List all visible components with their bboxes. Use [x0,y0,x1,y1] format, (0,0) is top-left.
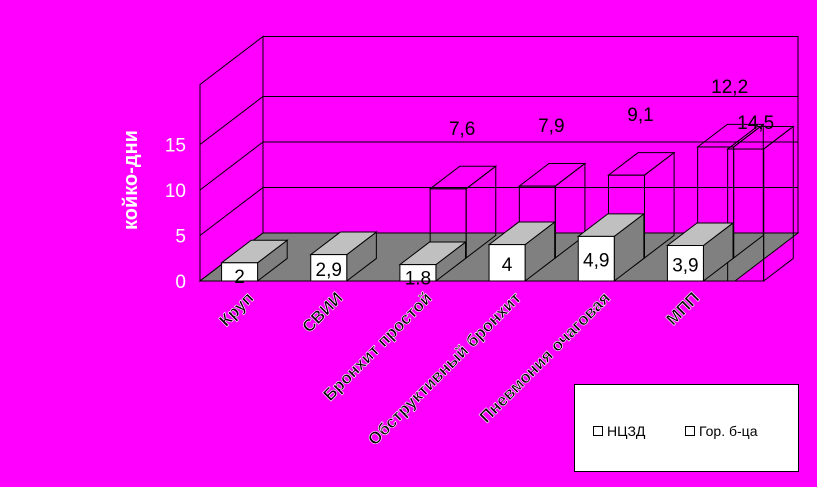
front-bar-3 [398,241,468,283]
back-value-label-5: 9,1 [627,105,653,126]
back-value-label-3: 7,6 [449,119,475,140]
back-bar-4-top [517,163,587,187]
front-bar-6-front [666,245,704,282]
front-value-label-5: 4,9 [583,251,609,272]
front-value-label-2: 2,9 [316,260,342,281]
back-wall [262,36,799,234]
y-tick-labels: 0 5 10 15 [165,136,186,294]
legend-swatch-2 [685,426,695,436]
back-value-label-6: 12,2 [711,77,748,98]
y-tick-label-15: 15 [165,136,186,157]
front-bar-5 [576,212,646,283]
back-value-label-4: 7,9 [538,116,564,137]
front-value-label-3: 1.8 [405,269,431,290]
front-value-label-6: 3,9 [672,255,698,276]
front-bar-3-front [399,264,437,282]
back-series-bars: 7,6 7,9 9,1 12,2 14,5 [428,77,795,283]
gridline-10 [199,141,798,191]
back-bar-3-top [428,165,498,190]
legend-label-1: НЦЗД [607,423,646,439]
front-bar-4 [487,221,557,283]
gridline-15 [199,96,798,145]
front-bar-1-front [221,262,259,282]
legend-swatch-1 [593,426,603,436]
legend-item-1: НЦЗД [593,423,645,439]
x-tick-label-2: СВИИ [298,288,346,336]
x-tick-label-6: МПП [663,288,704,329]
legend-item-2: Гор. б-ца [685,423,757,439]
front-bar-5-front [577,235,615,282]
front-value-label-1: 2 [234,267,245,288]
front-series-bars: 2 2,9 1.8 4 4,9 3,9 [220,212,735,290]
y-tick-label-10: 10 [165,181,186,202]
front-bar-1 [220,239,289,283]
extra-bar-side [763,125,794,283]
legend: НЦЗД Гор. б-ца [574,384,799,472]
gridline-5 [199,187,798,236]
extra-bar-front [727,148,765,282]
y-tick-label-5: 5 [175,227,186,248]
front-bar-4-front [488,244,526,282]
x-tick-label-4: Обструктивный бронхит [364,288,525,449]
front-bar-6 [665,221,735,283]
legend-label-2: Гор. б-ца [699,423,758,439]
back-bar-5-top [607,152,676,176]
front-value-label-4: 4 [502,255,513,276]
y-tick-label-0: 0 [175,272,186,293]
front-bar-2-front [310,254,348,282]
y-axis-label: койко-дни [120,130,142,230]
extra-value-label: 14,5 [737,113,774,134]
extra-bar [726,125,795,283]
front-bar-2 [309,231,378,283]
x-tick-label-1: Круп [216,288,258,330]
